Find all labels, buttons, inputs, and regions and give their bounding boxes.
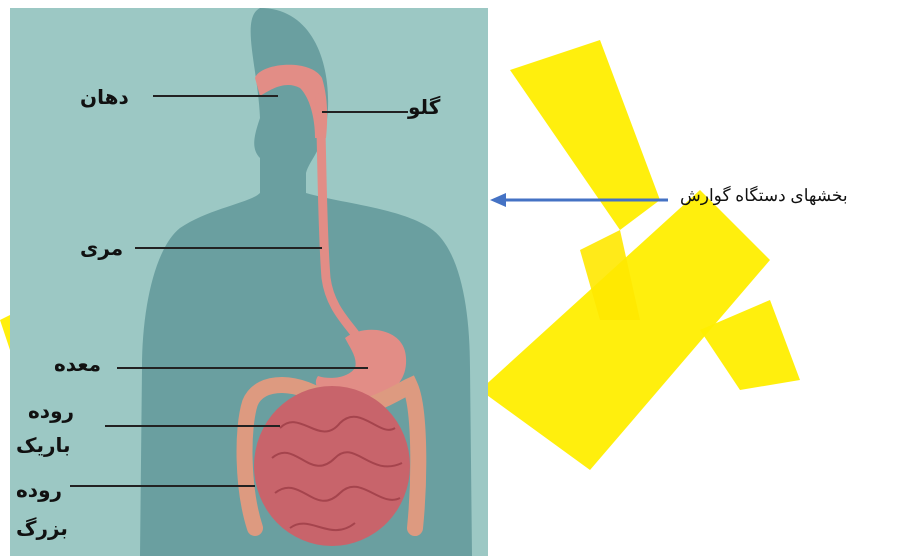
label-esophagus: مری — [80, 238, 123, 258]
label-small-intestine-line1: روده — [28, 401, 74, 421]
label-large-intestine-line2: بزرگ — [16, 518, 68, 538]
label-small-intestine-line2: باریک — [16, 435, 71, 455]
label-stomach: معده — [54, 354, 101, 374]
digestive-system-panel: دهان گلو مری معده روده باریک روده بزرگ — [10, 8, 488, 556]
label-throat: گلو — [408, 97, 440, 117]
label-mouth: دهان — [80, 87, 129, 107]
label-large-intestine-line1: روده — [16, 480, 62, 500]
diagram-caption: بخشهای دستگاه گوارش — [680, 186, 848, 206]
pointer-arrow — [490, 190, 670, 210]
